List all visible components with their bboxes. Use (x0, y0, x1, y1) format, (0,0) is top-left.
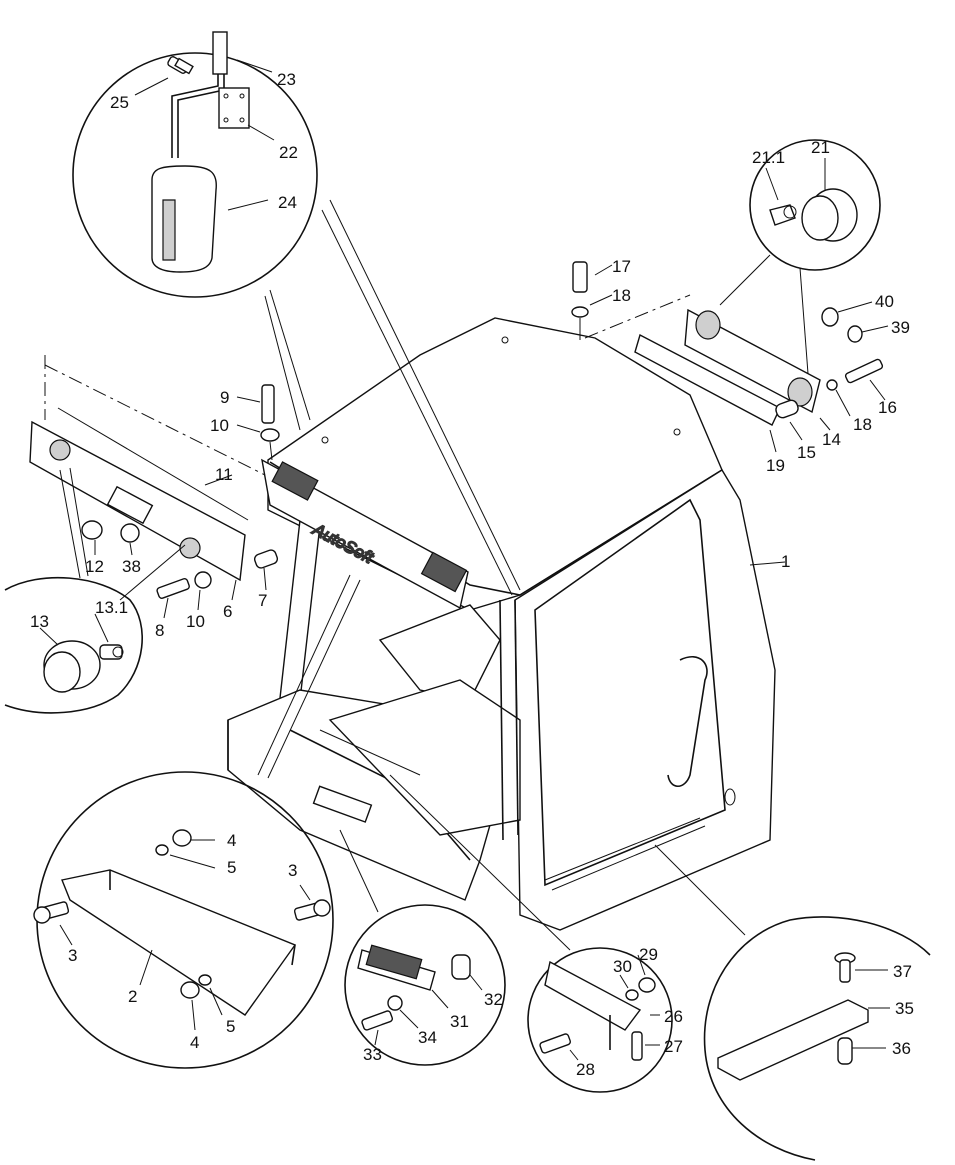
callout-21: 21 (811, 138, 830, 157)
bolt-16-icon (844, 358, 884, 384)
nut-4-upper-icon (172, 829, 192, 847)
callout-35: 35 (895, 999, 914, 1018)
callout-19: 19 (766, 456, 785, 475)
plug-38-icon (120, 523, 140, 543)
bulb-7-icon (253, 549, 279, 569)
callout-10-lower: 10 (186, 612, 205, 631)
left-lamp-bar: 9 10 11 12 38 8 10 6 7 (29, 355, 280, 640)
bolt-3-left-icon (33, 901, 70, 924)
left-lamp-detail-circle: 13 13.1 (4, 467, 186, 714)
callout-38: 38 (122, 557, 141, 576)
plug-32-icon (451, 954, 471, 980)
bolt-8-icon (156, 577, 190, 599)
mirror-plate-22-icon (218, 87, 250, 129)
callout-14: 14 (822, 430, 841, 449)
washer-10-upper-icon (260, 428, 280, 442)
callout-5-lower: 5 (226, 1017, 235, 1036)
callout-32: 32 (484, 990, 503, 1009)
callout-11: 11 (215, 465, 233, 484)
bolt-3-right-icon (293, 899, 331, 921)
callout-26: 26 (664, 1007, 683, 1026)
bolt-17-icon (572, 261, 588, 293)
nut-4-lower-icon (180, 981, 200, 999)
callout-28: 28 (576, 1060, 595, 1079)
step-detail-circle: 37 35 36 (654, 844, 931, 1161)
callout-36: 36 (892, 1039, 911, 1058)
callout-10-upper: 10 (210, 416, 229, 435)
callout-3-left: 3 (68, 946, 77, 965)
washer-34-icon (387, 995, 403, 1011)
bolt-25-icon (167, 56, 194, 75)
pin-27-icon (631, 1031, 643, 1061)
callout-5-upper: 5 (227, 858, 236, 877)
callout-39: 39 (891, 318, 910, 337)
bolt-9-icon (261, 384, 275, 424)
grille-31-icon (357, 944, 436, 991)
bulb-15-icon (775, 399, 799, 419)
callout-6: 6 (223, 602, 232, 621)
callout-33: 33 (363, 1045, 382, 1064)
bolt-37-icon (834, 952, 856, 983)
washer-18-top-icon (571, 306, 589, 318)
callout-40: 40 (875, 292, 894, 311)
pin-36-icon (837, 1037, 853, 1065)
callout-9: 9 (220, 388, 229, 407)
callout-18-right: 18 (853, 415, 872, 434)
callout-22: 22 (279, 143, 298, 162)
knob-39-icon (847, 325, 863, 343)
knob-40-icon (821, 307, 839, 327)
washer-30-icon (625, 989, 639, 1001)
lamp-detail-circle: 21.1 21 (719, 138, 881, 401)
callout-13: 13 (30, 612, 49, 631)
nut-29-icon (638, 977, 656, 993)
callout-37: 37 (893, 962, 912, 981)
lens-19-icon (634, 333, 781, 426)
callout-7: 7 (258, 591, 267, 610)
callout-16: 16 (878, 398, 897, 417)
callout-29: 29 (639, 945, 658, 964)
callout-34: 34 (418, 1028, 437, 1047)
callout-18-top: 18 (612, 286, 631, 305)
mirror-bracket-23-icon (171, 31, 228, 158)
callout-13-1: 13.1 (95, 598, 128, 617)
cover-detail-circle: 4 5 3 3 2 4 5 (33, 574, 361, 1069)
callout-27: 27 (664, 1037, 683, 1056)
washer-5-upper-icon (155, 844, 169, 856)
callout-21-1: 21.1 (752, 148, 785, 167)
cover-plate-2-icon (61, 869, 297, 1016)
mirror-detail-circle: 25 23 22 24 (72, 31, 521, 596)
callout-15: 15 (797, 443, 816, 462)
bulb-13-1-icon (99, 644, 124, 660)
lamp-13-icon (43, 640, 101, 693)
right-lamp-housing: 17 18 40 39 16 18 14 15 19 1 (571, 257, 910, 571)
washer-5-lower-icon (198, 974, 212, 986)
callout-23: 23 (277, 70, 296, 89)
bolt-33-icon (361, 1010, 394, 1031)
callout-30: 30 (613, 957, 632, 976)
cab-frame (227, 317, 776, 931)
washer-18-right-icon (826, 379, 838, 391)
callout-31: 31 (450, 1012, 469, 1031)
callout-3-right: 3 (288, 861, 297, 880)
callout-4-lower: 4 (190, 1033, 199, 1052)
washer-10-lower-icon (194, 571, 212, 589)
callout-8: 8 (155, 621, 164, 640)
callout-24: 24 (278, 193, 297, 212)
bolt-28-icon (539, 1033, 572, 1054)
grille-detail-circle: 32 31 34 33 (339, 829, 506, 1066)
plug-12-icon (81, 520, 103, 540)
callout-4-upper: 4 (227, 831, 236, 850)
bracket-detail-circle: 29 30 26 27 28 (389, 774, 683, 1093)
callout-17: 17 (612, 257, 631, 276)
step-35-icon (717, 999, 869, 1081)
callout-25: 25 (110, 93, 129, 112)
mirror-24-icon (151, 165, 217, 273)
bracket-26-icon (544, 960, 642, 1050)
callout-2: 2 (128, 987, 137, 1006)
lamp-21-icon (801, 188, 858, 242)
callout-12: 12 (85, 557, 104, 576)
bulb-21-1-icon (769, 204, 797, 226)
callout-1: 1 (781, 552, 790, 571)
